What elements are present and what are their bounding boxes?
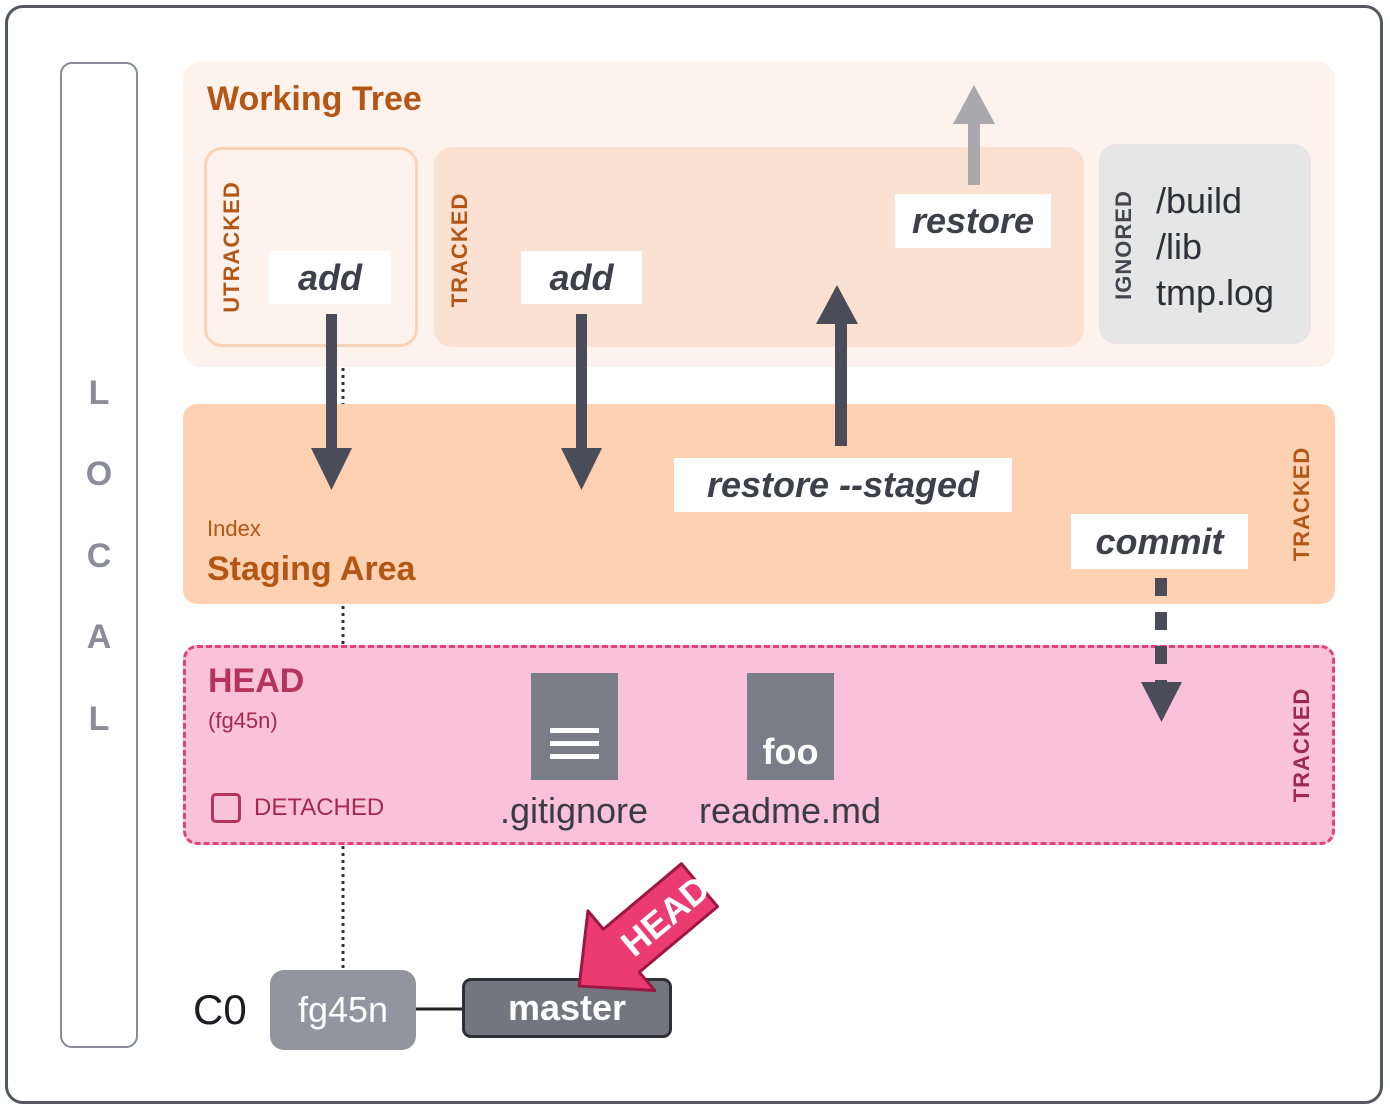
ignored-list: /build /lib tmp.log (1156, 178, 1274, 316)
commit-label: C0 (193, 986, 247, 1033)
restore-arrow (953, 85, 995, 185)
add-tracked-arrow (561, 314, 602, 490)
restore-staged-command[interactable]: restore --staged (674, 458, 1012, 512)
local-letter: L (88, 700, 110, 738)
add-untracked-arrow (311, 314, 352, 490)
add-untracked-command[interactable]: add (269, 251, 391, 304)
index-label: Index (207, 516, 261, 541)
ignored-item: tmp.log (1156, 272, 1275, 313)
restore-staged-arrow (816, 285, 858, 446)
restore-command[interactable]: restore (895, 194, 1051, 248)
file-name: readme.md (698, 790, 882, 831)
commit-arrow (1141, 578, 1182, 722)
head-pointer-arrow: HEAD (577, 862, 719, 993)
file-name: .gitignore (499, 790, 649, 831)
file-icon-text: foo (762, 731, 819, 772)
detached-checkbox[interactable] (211, 793, 241, 823)
detached-label: DETACHED (254, 794, 385, 821)
local-letter: L (88, 374, 110, 412)
lines-icon (531, 673, 618, 780)
text-file-icon: foo (747, 673, 834, 780)
add-tracked-command[interactable]: add (521, 251, 642, 304)
local-letter: O (85, 455, 113, 493)
local-letter: A (86, 618, 112, 656)
head-hash: (fg45n) (208, 708, 278, 733)
commit-command[interactable]: commit (1071, 514, 1248, 569)
untracked-area (204, 147, 418, 347)
ignored-area (1099, 144, 1311, 344)
staging-area-title: Staging Area (207, 550, 416, 588)
head-title: HEAD (208, 662, 305, 700)
ignored-item: /build (1156, 180, 1243, 221)
commit-node[interactable]: fg45n (270, 970, 416, 1050)
working-tree-title: Working Tree (207, 80, 422, 118)
ignored-item: /lib (1156, 226, 1203, 267)
local-letter: C (86, 537, 112, 575)
branch-master[interactable]: master (462, 978, 672, 1038)
local-bar (60, 62, 138, 1048)
